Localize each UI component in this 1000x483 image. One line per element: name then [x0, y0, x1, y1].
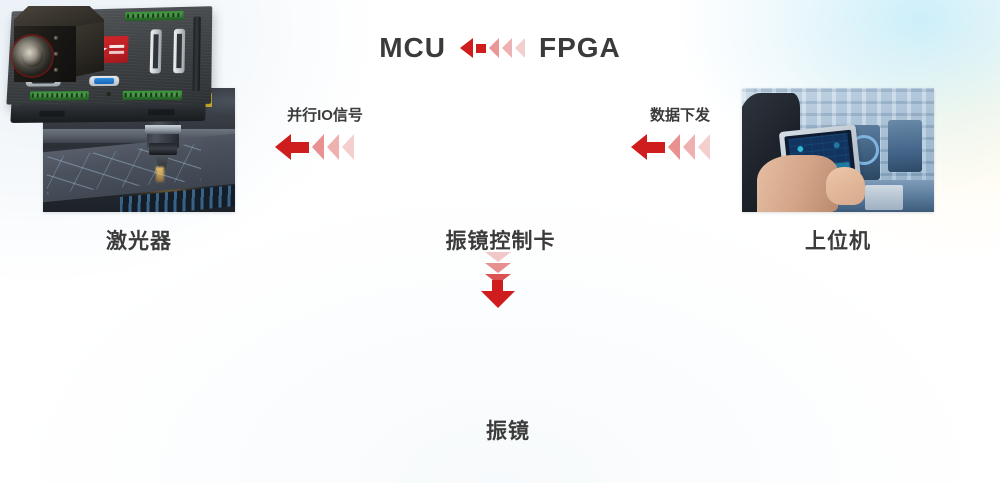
- laser-nozzle: [155, 154, 169, 172]
- terminal-block-green: [125, 10, 184, 22]
- arrow-chevron-icon: [485, 274, 511, 284]
- card-edge-slot: [192, 16, 201, 92]
- connection-label-parallel-io: 并行IO信号: [287, 107, 363, 124]
- connection-card-to-galvo: [478, 252, 518, 308]
- factory-control-box: [864, 184, 904, 210]
- host-computer-image: [742, 88, 934, 212]
- fpga-label: FPGA: [538, 32, 621, 63]
- node-label-control-card: 振镜控制卡: [445, 230, 556, 253]
- arrow-head-icon: [631, 134, 647, 160]
- arrow-stem: [475, 43, 486, 53]
- galvo-housing-side: [74, 22, 104, 77]
- node-label-host-computer: 上位机: [805, 230, 871, 253]
- laser-head-collar: [144, 125, 182, 134]
- galvo-screw: [54, 52, 58, 56]
- galvo-housing-top: [14, 6, 104, 28]
- arrow-chevron-icon: [488, 38, 499, 58]
- arrow-chevron-icon: [312, 134, 324, 160]
- terminal-block-green: [122, 90, 183, 101]
- arrow-stem: [647, 141, 665, 153]
- arrow-chevron-icon: [698, 134, 710, 160]
- arrow-stem: [291, 141, 309, 153]
- arrow-left-icon: [631, 134, 710, 160]
- node-label-laser: 激光器: [106, 230, 172, 253]
- arrow-head-icon: [459, 38, 473, 58]
- connection-host-to-card: 数据下发: [615, 104, 745, 174]
- arrow-head-icon: [275, 134, 291, 160]
- factory-machine: [887, 120, 923, 173]
- operator-hand: [826, 167, 865, 205]
- arrow-chevron-icon: [514, 38, 525, 58]
- arrow-chevron-icon: [668, 134, 680, 160]
- galvo-lens-element: [21, 45, 43, 67]
- operator-arm: [757, 154, 838, 212]
- galvo-scanner-image: [0, 0, 120, 100]
- arrow-chevron-icon: [485, 263, 511, 273]
- mcu-label: MCU: [379, 32, 446, 63]
- mcu-fpga-arrow-icon: [459, 38, 525, 58]
- galvo-lens: [12, 36, 52, 76]
- laser-head-barrel: [148, 142, 178, 155]
- arrow-chevron-icon: [342, 134, 354, 160]
- laser-beam: [156, 167, 164, 183]
- arrow-chevron-icon: [485, 252, 511, 262]
- connection-label-data-dispatch: 数据下发: [649, 107, 710, 124]
- arrow-chevron-icon: [683, 134, 695, 160]
- arrow-chevron-icon: [327, 134, 339, 160]
- vertical-header-connector: [149, 29, 162, 74]
- arrow-left-icon: [275, 134, 354, 160]
- vertical-header-connector: [173, 28, 186, 74]
- arrow-chevron-icon: [501, 38, 512, 58]
- card-foot: [147, 109, 175, 116]
- mcu-fpga-header: MCU FPGA: [0, 32, 1000, 64]
- card-foot: [39, 110, 65, 117]
- node-label-galvo-scanner: 振镜: [486, 420, 530, 443]
- arrow-head-icon: [481, 291, 515, 308]
- connection-card-to-laser: 并行IO信号: [255, 104, 395, 174]
- galvo-screw: [54, 68, 58, 72]
- galvo-screw: [54, 36, 58, 40]
- arrow-stem: [492, 280, 503, 294]
